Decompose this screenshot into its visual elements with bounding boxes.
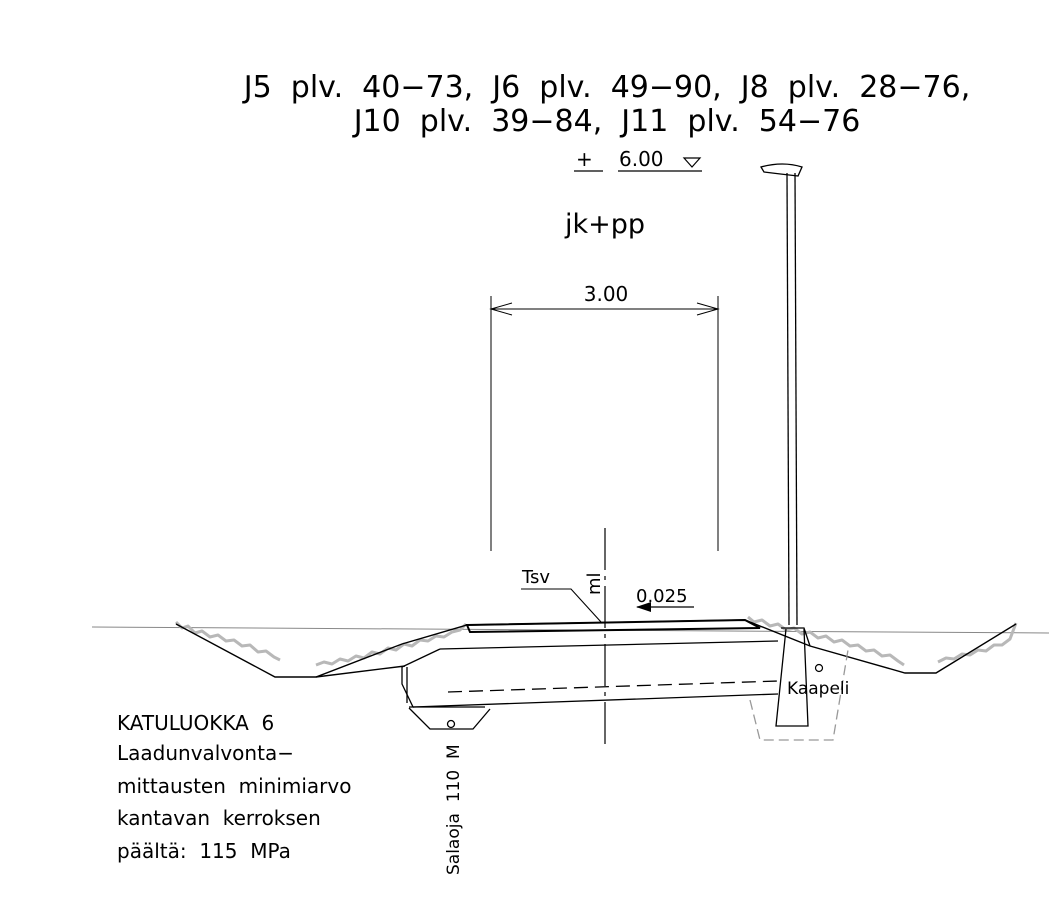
light-pole bbox=[760, 163, 811, 727]
header-line-1: J5 plv. 40−73, J6 plv. 49−90, J8 plv. 28… bbox=[242, 70, 970, 105]
surface-leader: Tsv bbox=[521, 567, 602, 623]
elevation-marker: + 6.00 bbox=[574, 147, 702, 172]
slope-indicator: 0.025 bbox=[636, 586, 694, 612]
width-dimension: 3.00 bbox=[489, 282, 720, 551]
drain-pipe-icon bbox=[446, 719, 456, 729]
drain-label: Salaoja 110 M bbox=[444, 744, 464, 875]
notes-line-2: Laadunvalvonta− bbox=[117, 741, 294, 765]
elevation-value: 6.00 bbox=[619, 147, 664, 171]
notes-line-1: KATULUOKKA 6 bbox=[117, 711, 274, 735]
cable-label: Kaapeli bbox=[787, 679, 849, 699]
notes-block: KATULUOKKA 6 Laadunvalvonta− mittausten … bbox=[117, 711, 351, 863]
base-structure bbox=[401, 648, 779, 708]
pavement-layers bbox=[439, 618, 779, 650]
surface-label: Tsv bbox=[521, 567, 550, 588]
notes-line-4: kantavan kerroksen bbox=[117, 806, 321, 830]
header-line-2: J10 plv. 39−84, J11 plv. 54−76 bbox=[352, 104, 861, 139]
road-type-label: jk+pp bbox=[564, 209, 645, 240]
grass-hatching bbox=[174, 615, 1018, 667]
drain-trench bbox=[408, 707, 491, 730]
centerline-label: ml bbox=[584, 572, 605, 595]
elevation-prefix: + bbox=[576, 147, 593, 171]
cable-trench bbox=[749, 649, 849, 741]
slope-arrow-icon bbox=[636, 602, 651, 612]
slope-value: 0.025 bbox=[636, 586, 688, 607]
elevation-triangle-icon bbox=[682, 157, 702, 168]
width-dimension-value: 3.00 bbox=[584, 282, 629, 306]
cable-icon bbox=[814, 663, 824, 673]
notes-line-3: mittausten minimiarvo bbox=[117, 774, 351, 798]
notes-line-5: päältä: 115 MPa bbox=[117, 839, 291, 863]
